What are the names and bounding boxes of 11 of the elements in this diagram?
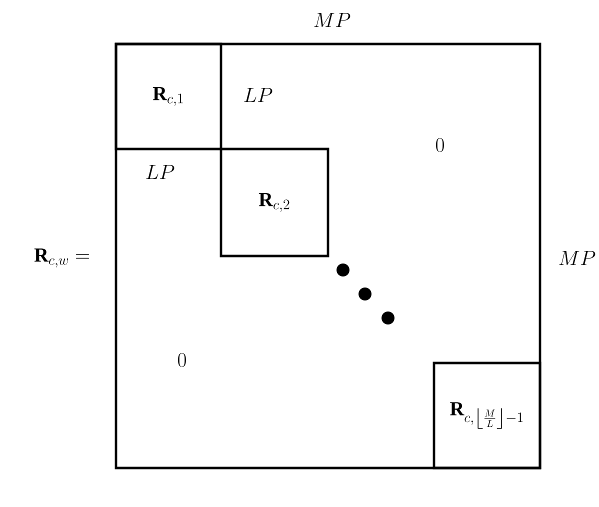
math-label: $LP$ [244,88,272,102]
math-label: $MP$ [559,250,596,266]
math-label: $\mathbf{R}_{c,w} =$ [34,248,89,268]
math-label: $0$ [178,353,186,367]
matrix-block: $\mathbf{R}_{c,1}$ [114,42,222,150]
matrix-block: $\mathbf{R}_{c,2}$ [220,148,330,258]
math-label: $0$ [436,138,444,152]
matrix-block: $\mathbf{R}_{c,\left\lfloor \frac{M}{L}\right\rfloor -1}$ [432,362,542,470]
matrix-outline [114,42,542,470]
math-label: $LP$ [146,164,174,180]
math-label: $MP$ [314,12,350,28]
